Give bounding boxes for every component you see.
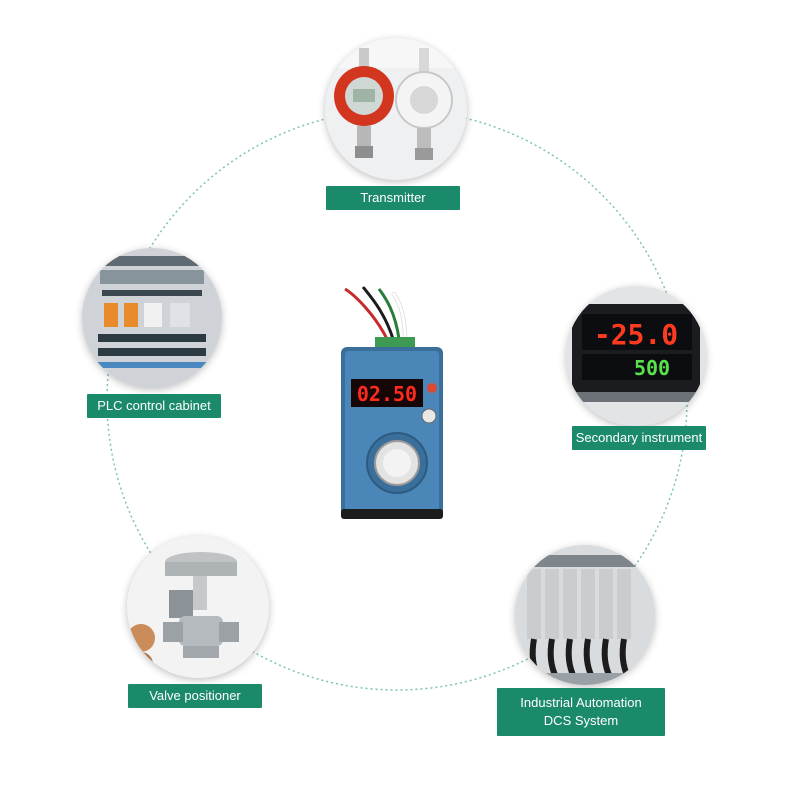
valve-positioner-image [127, 536, 269, 678]
secondary-display-bottom: 500 [634, 356, 670, 380]
digital-panel-meter-icon: -25.0 500 [566, 286, 706, 426]
secondary-instrument-image: -25.0 500 [566, 286, 706, 426]
dcs-system-image [515, 545, 655, 685]
transmitter-label: Transmitter [326, 186, 460, 210]
signal-generator-device-icon: 02.50 [341, 286, 443, 519]
plc-cabinet-icon [82, 248, 222, 388]
plc-cabinet-image [82, 248, 222, 388]
pressure-transmitter-icon [325, 38, 467, 180]
dcs-label-line2: DCS System [543, 713, 619, 728]
control-valve-icon [127, 536, 269, 678]
dcs-terminal-block-icon [515, 545, 655, 685]
transmitter-image [325, 38, 467, 180]
dcs-system-label: Industrial Automation DCS System [497, 688, 665, 736]
device-display-value: 02.50 [357, 382, 417, 406]
secondary-display-top: -25.0 [594, 318, 678, 351]
center-signal-generator: 02.50 [335, 285, 450, 520]
secondary-instrument-label: Secondary instrument [572, 426, 706, 450]
dcs-label-line1: Industrial Automation [520, 695, 642, 710]
plc-label: PLC control cabinet [87, 394, 221, 418]
valve-positioner-label: Valve positioner [128, 684, 262, 708]
